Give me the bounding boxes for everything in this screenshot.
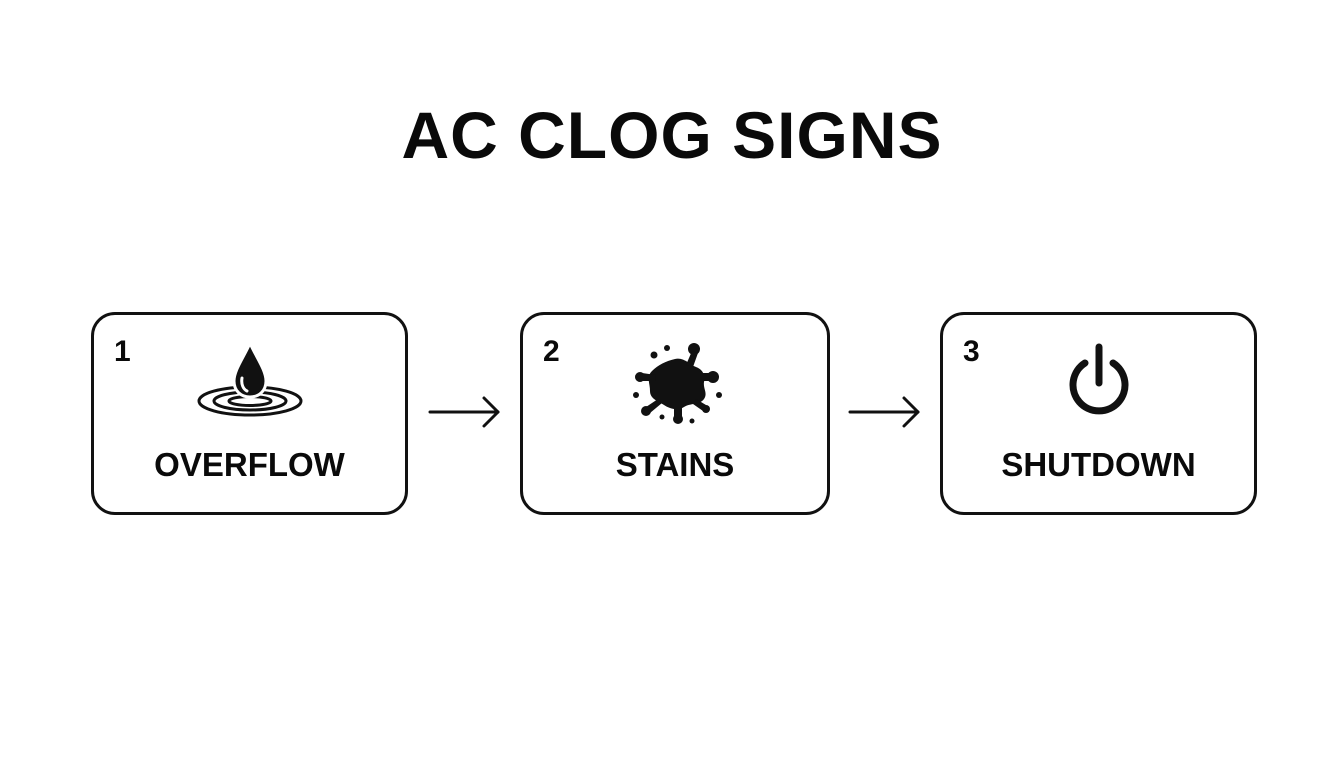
step-number: 3 — [963, 335, 980, 368]
arrow-right-icon — [848, 396, 920, 428]
step-card-stains: 2 — [520, 312, 830, 515]
power-icon — [943, 337, 1254, 429]
step-card-shutdown: 3 SHUTDOWN — [940, 312, 1257, 515]
step-label: STAINS — [615, 446, 735, 483]
step-number: 2 — [543, 335, 560, 368]
arrow-right-icon — [428, 396, 500, 428]
step-number: 1 — [114, 335, 131, 368]
splat-stain-icon — [523, 337, 827, 429]
water-drop-ripple-icon — [94, 337, 405, 429]
step-card-overflow: 1 OVERFLOW — [91, 312, 408, 515]
diagram-title: AC CLOG SIGNS — [401, 98, 943, 172]
step-label: SHUTDOWN — [1001, 446, 1196, 483]
step-label: OVERFLOW — [154, 446, 345, 483]
